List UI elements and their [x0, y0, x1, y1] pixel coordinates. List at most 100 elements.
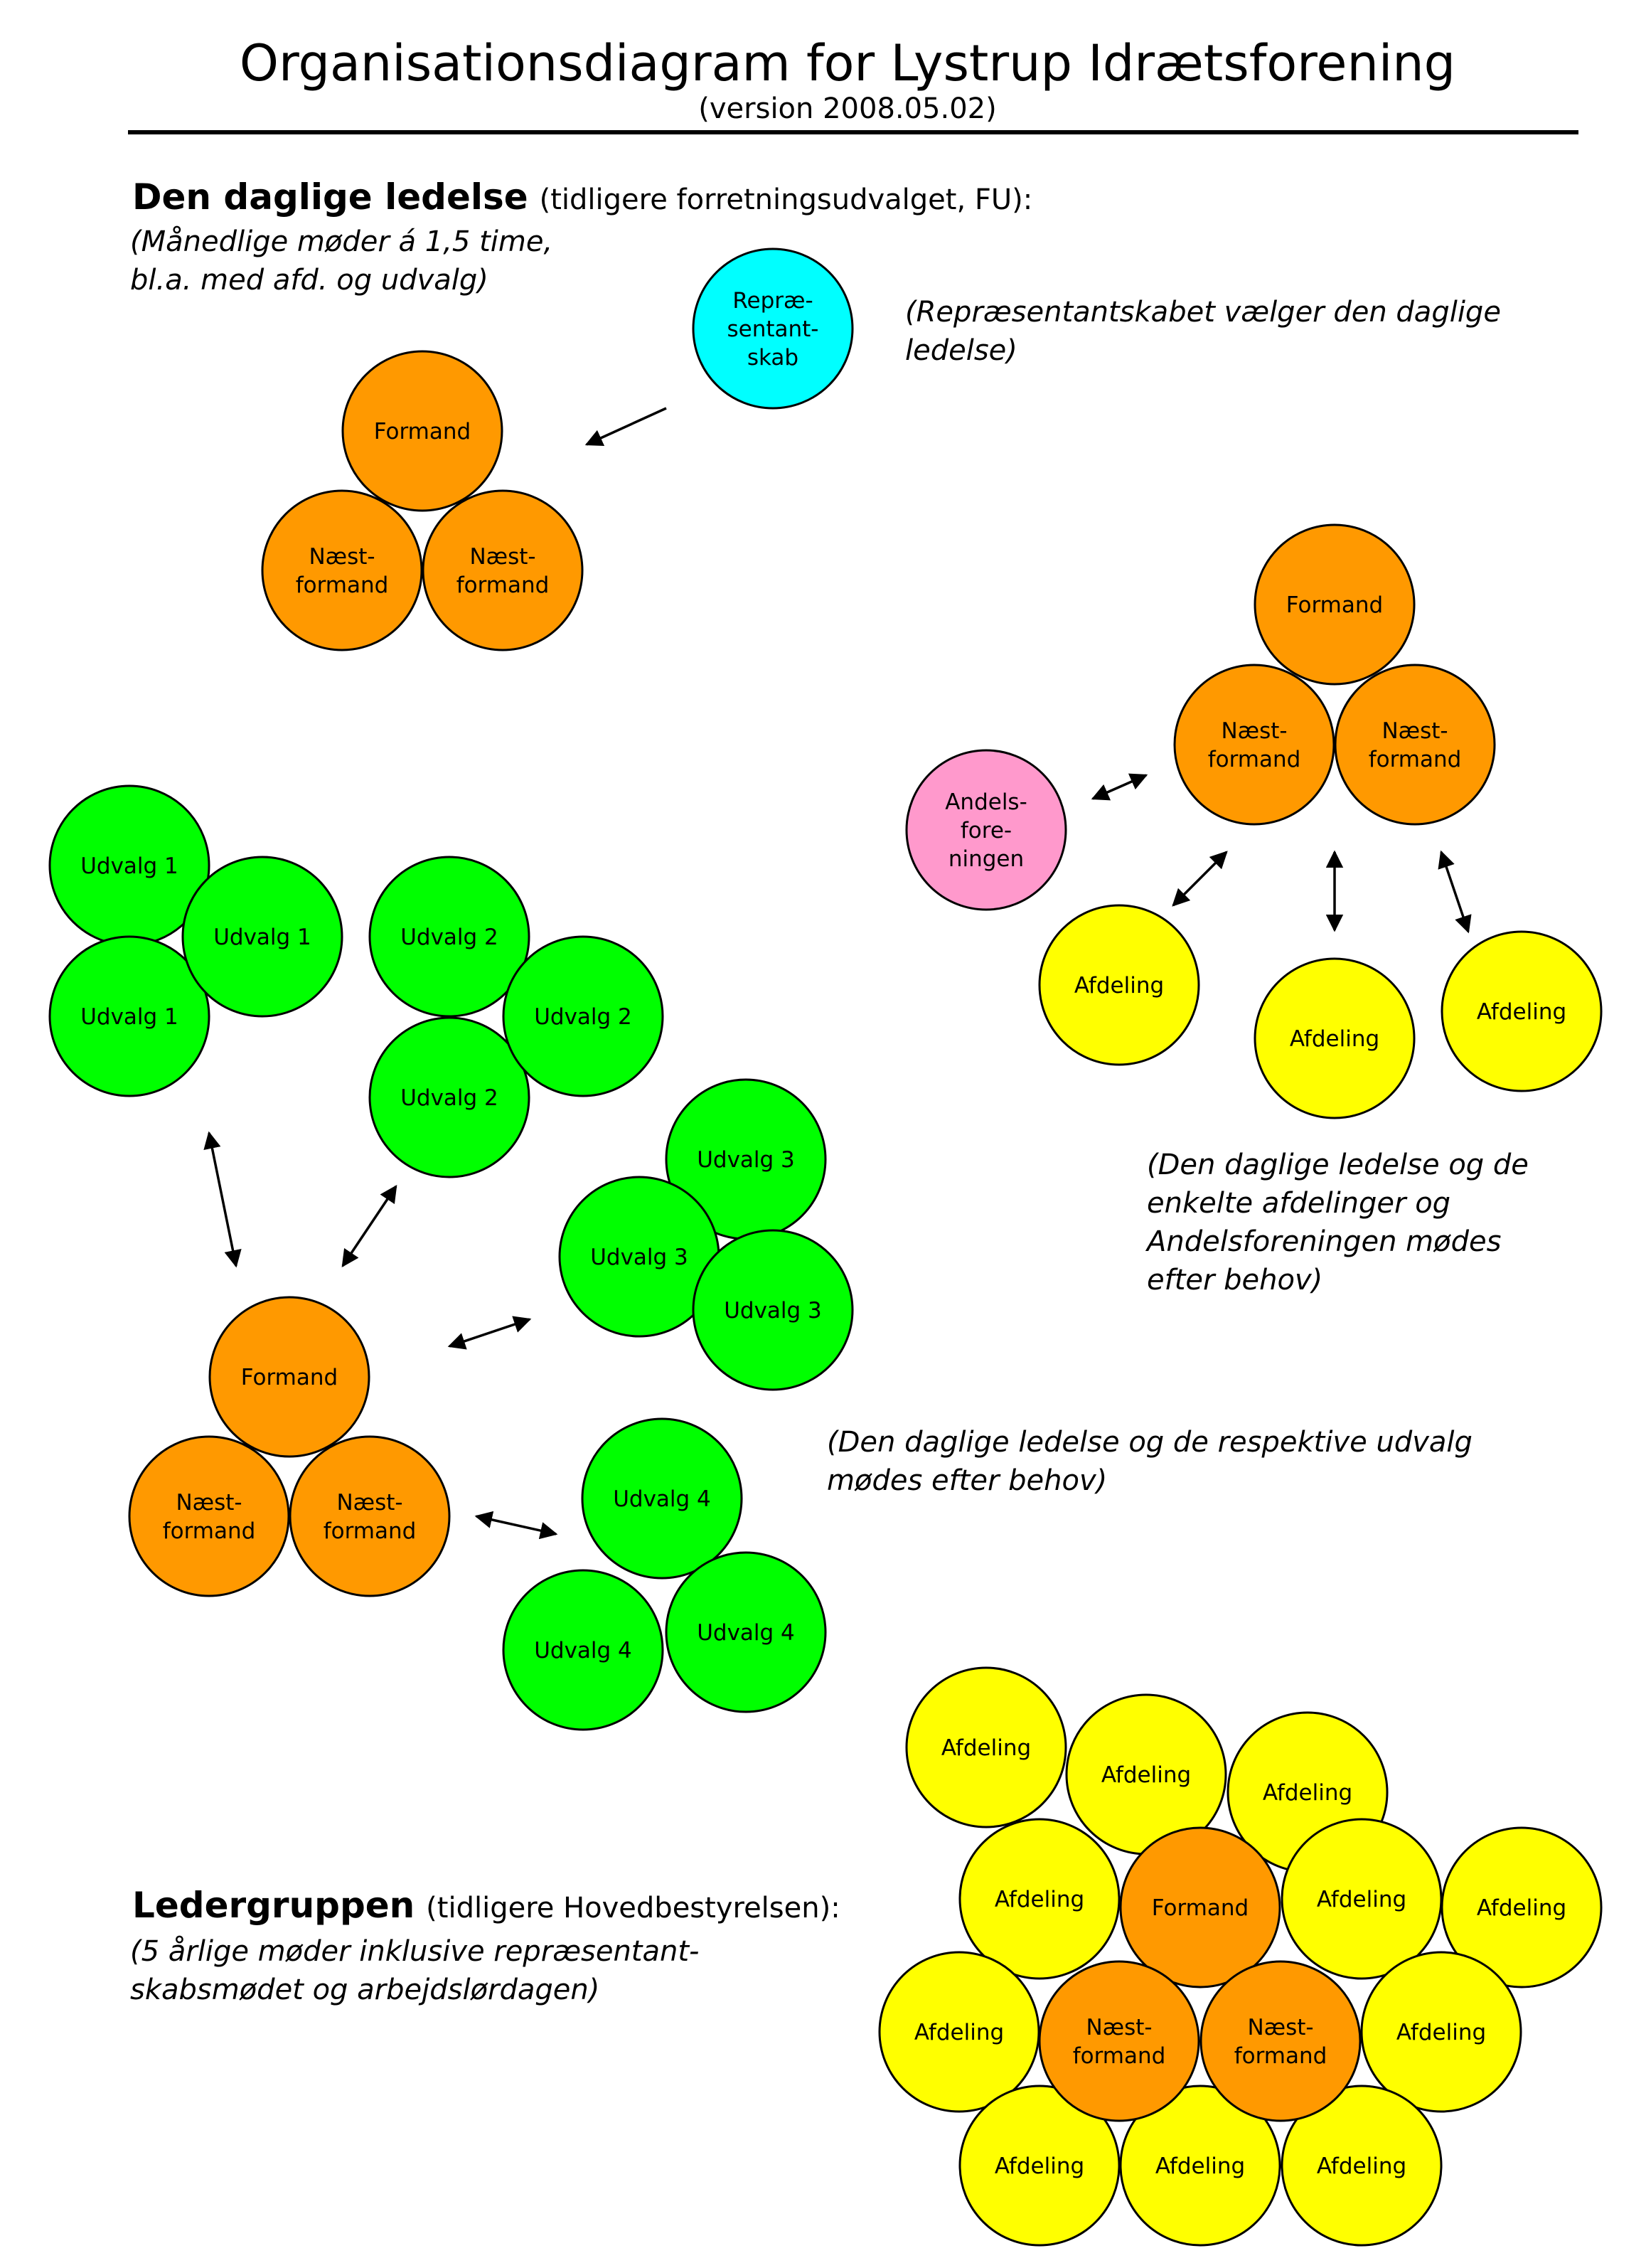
committee-4-circle: Udvalg 4: [665, 1551, 827, 1713]
department-circle-label: Afdeling: [1263, 1780, 1352, 1806]
leader-group-title: Ledergruppen: [132, 1885, 415, 1926]
note-line: enkelte afdelinger og: [1147, 1187, 1451, 1220]
cooperative-circle-label: fore-: [961, 818, 1012, 843]
chairman-circle-label: Formand: [374, 419, 471, 444]
vice-chairman-circle-label: Næst-: [1382, 718, 1448, 744]
representatives-note: (Repræsentantskabet vælger den daglige l…: [905, 293, 1501, 370]
vice-chairman-circle-shape: [1038, 1960, 1200, 2122]
department-circle-shape: [905, 1666, 1067, 1828]
committee-1-circle-shape: [181, 856, 343, 1018]
cooperative-circle-shape: [905, 749, 1067, 911]
department-circle-shape: [1038, 904, 1200, 1066]
committee-4-circle-shape: [502, 1569, 664, 1731]
connector-arrow: [1172, 851, 1228, 907]
department-circle-label: Afdeling: [995, 1887, 1084, 1912]
committee-4-circle-shape: [581, 1417, 743, 1580]
committee-1-circle: Udvalg 1: [48, 935, 210, 1097]
chairman-circle: Formand: [341, 350, 503, 512]
department-circle-label: Afdeling: [1074, 973, 1164, 999]
vice-chairman-circle-label: Næst-: [1247, 2015, 1313, 2040]
vice-chairman-circle-label: formand: [296, 573, 389, 598]
vice-chairman-circle-shape: [289, 1435, 451, 1597]
representatives-circle-label: skab: [747, 345, 798, 371]
connector-arrow: [474, 1511, 558, 1540]
committee-1-circle-label: Udvalg 1: [80, 853, 178, 879]
chairman-circle-shape: [1254, 523, 1416, 686]
vice-chairman-circle: Næst-formand: [1173, 664, 1335, 826]
committee-2-circle-shape: [502, 935, 664, 1097]
chairman-circle-label: Formand: [241, 1365, 338, 1390]
department-circle: Afdeling: [958, 2085, 1121, 2247]
committee-2-circle-shape: [368, 856, 530, 1018]
daily-management-heading: Den daglige ledelse (tidligere forretnin…: [132, 176, 1032, 218]
chairman-circle-shape: [208, 1296, 370, 1458]
department-circle-label: Afdeling: [1155, 2153, 1245, 2179]
department-circle-label: Afdeling: [1396, 2020, 1486, 2045]
department-circle-label: Afdeling: [1477, 1895, 1566, 1921]
daily-management-meeting-note: (Månedlige møder á 1,5 time, bl.a. med a…: [130, 223, 552, 299]
committee-4-circle: Udvalg 4: [581, 1417, 743, 1580]
chairman-circle-label: Formand: [1152, 1895, 1249, 1921]
vice-chairman-circle: Næst-formand: [422, 489, 584, 651]
vice-chairman-circle-label: formand: [1234, 2043, 1327, 2069]
vice-chairman-circle: Næst-formand: [261, 489, 423, 651]
committee-4-circle-label: Udvalg 4: [613, 1486, 711, 1512]
chairman-circle-label: Formand: [1286, 592, 1383, 618]
committee-1-circle-label: Udvalg 1: [213, 925, 311, 950]
cooperative-circle: Andels-fore-ningen: [905, 749, 1067, 911]
vice-chairman-circle-label: formand: [1369, 747, 1462, 772]
vice-chairman-circle-shape: [1334, 664, 1496, 826]
department-circle: Afdeling: [1281, 2085, 1443, 2247]
representatives-circle-label: Repræ-: [732, 288, 813, 314]
vice-chairman-circle-label: Næst-: [1086, 2015, 1152, 2040]
leader-group-meeting-note: (5 årlige møder inklusive repræsentant- …: [130, 1932, 699, 2009]
connector-arrow: [447, 1316, 532, 1350]
department-circle-label: Afdeling: [1477, 999, 1566, 1025]
department-circle: Afdeling: [1119, 2085, 1281, 2247]
department-circle-label: Afdeling: [995, 2153, 1084, 2179]
chairman-circle-shape: [1119, 1826, 1281, 1989]
vice-chairman-circle-label: formand: [1208, 747, 1301, 772]
cooperative-circle-label: ningen: [948, 846, 1024, 872]
note-line: (Månedlige møder á 1,5 time,: [130, 225, 553, 258]
department-circle: Afdeling: [878, 1951, 1040, 2113]
committee-3-circle-label: Udvalg 3: [697, 1147, 795, 1173]
vice-chairman-circle: Næst-formand: [128, 1435, 290, 1597]
committee-4-circle: Udvalg 4: [502, 1569, 664, 1731]
department-circle-label: Afdeling: [1101, 1762, 1191, 1788]
department-circle: Afdeling: [1038, 904, 1200, 1066]
note-line: efter behov): [1147, 1264, 1323, 1297]
department-circle-shape: [1281, 1818, 1443, 1980]
chairman-circle: Formand: [1119, 1826, 1281, 1989]
committee-2-circle-label: Udvalg 2: [534, 1004, 632, 1030]
department-circle: Afdeling: [1441, 930, 1603, 1092]
vice-chairman-circle-label: formand: [324, 1518, 417, 1544]
committee-2-circle: Udvalg 2: [368, 1016, 530, 1178]
committee-3-circle-shape: [692, 1229, 854, 1391]
department-circle-label: Afdeling: [1290, 1026, 1379, 1052]
department-circle-label: Afdeling: [941, 1735, 1031, 1761]
committee-2-circle: Udvalg 2: [502, 935, 664, 1097]
department-circle: Afdeling: [1441, 1826, 1603, 1989]
committee-2-circle-label: Udvalg 2: [400, 925, 498, 950]
department-circle-shape: [1281, 2085, 1443, 2247]
department-circle: Afdeling: [905, 1666, 1067, 1828]
department-circle: Afdeling: [958, 1818, 1121, 1980]
page-version: (version 2008.05.02): [698, 92, 997, 125]
vice-chairman-circle: Næst-formand: [1199, 1960, 1362, 2122]
department-circle-label: Afdeling: [1317, 2153, 1406, 2179]
note-line: (Den daglige ledelse og de respektive ud…: [827, 1426, 1473, 1459]
member-circles: Repræ-sentant-skabFormandNæst-formandNæs…: [48, 247, 1603, 2247]
note-line: (Den daglige ledelse og de: [1147, 1149, 1529, 1181]
vice-chairman-circle: Næst-formand: [1038, 1960, 1200, 2122]
committee-3-circle-label: Udvalg 3: [590, 1245, 688, 1270]
cooperative-circle-label: Andels-: [945, 789, 1027, 815]
committee-1-circle-label: Udvalg 1: [80, 1004, 178, 1030]
department-circle-shape: [1360, 1951, 1522, 2113]
committee-3-circle: Udvalg 3: [665, 1078, 827, 1240]
vice-chairman-circle-shape: [422, 489, 584, 651]
connector-arrow: [203, 1131, 242, 1268]
vice-chairman-circle-label: Næst-: [469, 544, 535, 570]
vice-chairman-circle-label: formand: [163, 1518, 256, 1544]
